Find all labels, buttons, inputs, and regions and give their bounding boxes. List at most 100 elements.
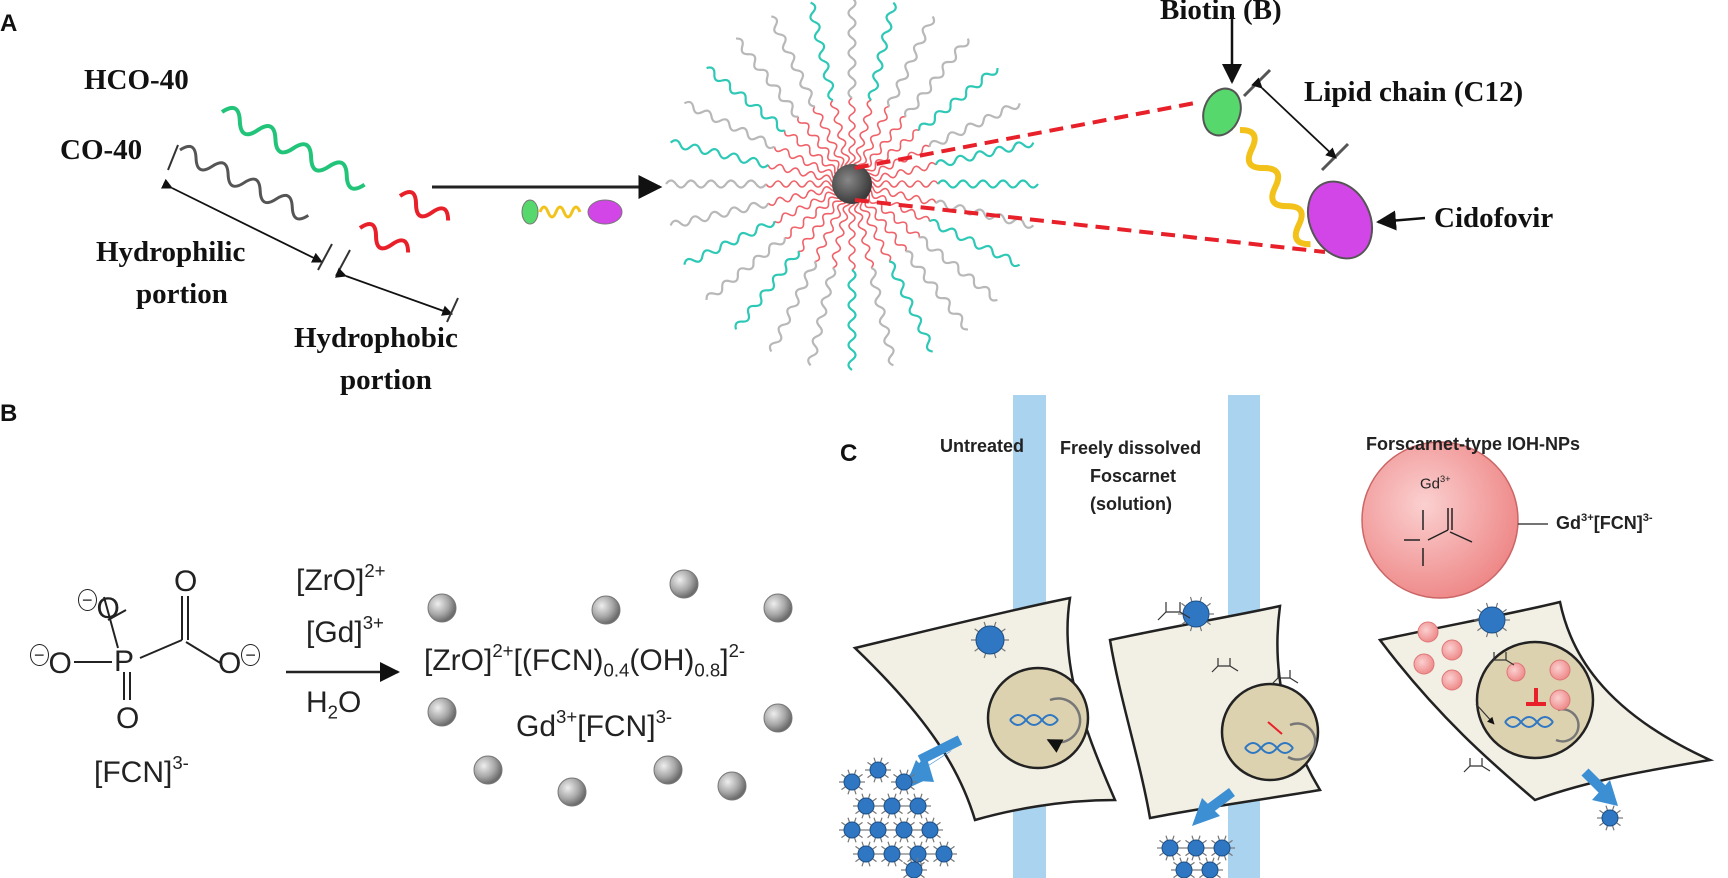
charge-minus-2: − — [30, 644, 49, 666]
micelle-inner-chain — [865, 184, 937, 205]
fcn-label: [FCN]3- — [94, 752, 189, 790]
hydrophilic-label-2: portion — [136, 278, 228, 310]
free-label-3: (solution) — [1090, 494, 1172, 514]
charge-minus-3: − — [241, 644, 260, 666]
micelle-outer-chain — [683, 221, 776, 265]
micelle-inner-chain — [859, 115, 906, 174]
grey-nanoparticle — [763, 703, 793, 733]
bubble-gd-label: Gd3+ — [1420, 474, 1451, 493]
product-formula-1: [ZrO]2+[(FCN)0.4(OH)0.8]2- — [424, 640, 745, 682]
bubble-gd: Gd — [1420, 475, 1441, 493]
small-biotin-oval — [521, 199, 539, 225]
hcmv-virus — [839, 817, 865, 843]
o-2: O — [48, 647, 72, 680]
micelle-outer-chain — [734, 250, 800, 330]
micelle-inner-chain — [848, 197, 856, 271]
micelle-inner-chain — [862, 191, 921, 238]
micelle-inner-chain — [831, 197, 852, 269]
atom-o-upper-left: −O — [78, 589, 120, 626]
micelle-outer-chain — [669, 139, 769, 169]
micelle-inner-chain — [814, 196, 848, 263]
untreated-label: Untreated — [940, 436, 1025, 456]
hcmv-virus — [865, 757, 891, 783]
micelle-inner-chain — [865, 180, 939, 188]
free-label-2: Foscarnet — [1090, 466, 1177, 486]
gd-sup: 3+ — [362, 612, 384, 633]
co40-label: CO-40 — [60, 134, 143, 166]
hydrophobic-label-1: Hydrophobic — [294, 322, 458, 354]
pink-nanoparticles — [1413, 621, 1571, 711]
water-o: O — [338, 686, 362, 719]
hcmv-virus — [853, 793, 879, 819]
cidofovir-label: Cidofovir — [1434, 202, 1554, 234]
np-gd-sup: 3+ — [1581, 512, 1594, 524]
hcmv-virus — [971, 621, 1009, 659]
hcmv-virus — [879, 841, 905, 867]
hcmv-virus — [1209, 835, 1235, 861]
nucleus-free — [1220, 682, 1320, 782]
p1-c: (OH) — [629, 644, 695, 678]
panel-b-letter: B — [0, 400, 18, 427]
hcmv-virus — [865, 817, 891, 843]
grey-nanoparticle — [717, 771, 747, 801]
micelle-inner-chain — [767, 163, 839, 184]
hcmv-virus — [891, 817, 917, 843]
micelle-outer-chain — [665, 179, 767, 189]
micelle-outer-chain — [867, 1, 897, 101]
micelle-outer-chain — [918, 236, 998, 302]
p2-b: [FCN] — [577, 710, 656, 744]
charge-minus-1: − — [78, 589, 97, 611]
micelle-outer-chain — [768, 260, 818, 353]
fcn-sup: 3- — [172, 752, 189, 773]
atom-o-right: O− — [218, 644, 260, 681]
panel-c-letter: C — [840, 440, 858, 467]
reagent-water: H2O — [306, 686, 361, 724]
dna-np — [1504, 716, 1554, 728]
np-title-label: Forscarnet-type IOH-NPs — [1366, 434, 1581, 454]
micelle-outer-chain — [928, 218, 1021, 268]
micelle-inner-chain — [829, 99, 850, 172]
nucleus-untreated — [986, 666, 1090, 770]
free-label-1: Freely dissolved — [1060, 438, 1202, 458]
grey-nanoparticle — [473, 755, 503, 785]
grey-nanoparticle — [763, 593, 793, 623]
nanoparticle-spheres — [427, 569, 793, 807]
p1-a-sup: 2+ — [492, 640, 514, 661]
co40-red-tail — [358, 221, 411, 253]
bubble-gd-sup: 3+ — [1440, 474, 1451, 484]
micelle-inner-chain — [860, 194, 907, 252]
dna-free — [1244, 742, 1294, 754]
o-3: O — [218, 647, 242, 680]
gd-main: [Gd] — [306, 616, 363, 650]
hcmv-virus — [931, 841, 957, 867]
hydrophobic-label-2: portion — [340, 364, 432, 396]
micelle-inner-chain — [784, 192, 842, 239]
grey-nanoparticle — [669, 569, 699, 599]
reagent-gd: [Gd]3+ — [306, 612, 384, 650]
micelle-outer-chain — [886, 15, 936, 108]
o-1: O — [96, 592, 120, 625]
reagent-zro: [ZrO]2+ — [296, 560, 386, 598]
product-formula-2: Gd3+[FCN]3- — [516, 706, 672, 744]
atom-p: P — [114, 645, 135, 678]
exit-arrow-free — [1192, 798, 1220, 826]
grey-nanoparticle — [653, 755, 683, 785]
micelle-outer-chain — [669, 201, 770, 227]
hco40-label: HCO-40 — [84, 64, 189, 96]
p1-c-sub: 0.8 — [694, 659, 721, 681]
micelle-inner-chain — [774, 189, 841, 224]
hydrophobic-arrow — [335, 267, 454, 316]
micelle-inner-chain — [797, 116, 844, 174]
micelle-outer-chain — [904, 38, 970, 118]
hydrophilic-arrow — [160, 178, 323, 263]
atom-o-top: O — [174, 565, 198, 598]
grey-nanoparticle — [427, 593, 457, 623]
micelle-inner-chain — [783, 130, 842, 177]
micelle-outer-chain — [807, 267, 837, 367]
hcmv-virus — [1597, 805, 1623, 831]
micelle-inner-chain — [767, 186, 840, 207]
micelle-outer-chain — [928, 103, 1021, 147]
micelle-outer-chain — [735, 37, 799, 118]
atom-o-bottom: O — [116, 702, 140, 735]
